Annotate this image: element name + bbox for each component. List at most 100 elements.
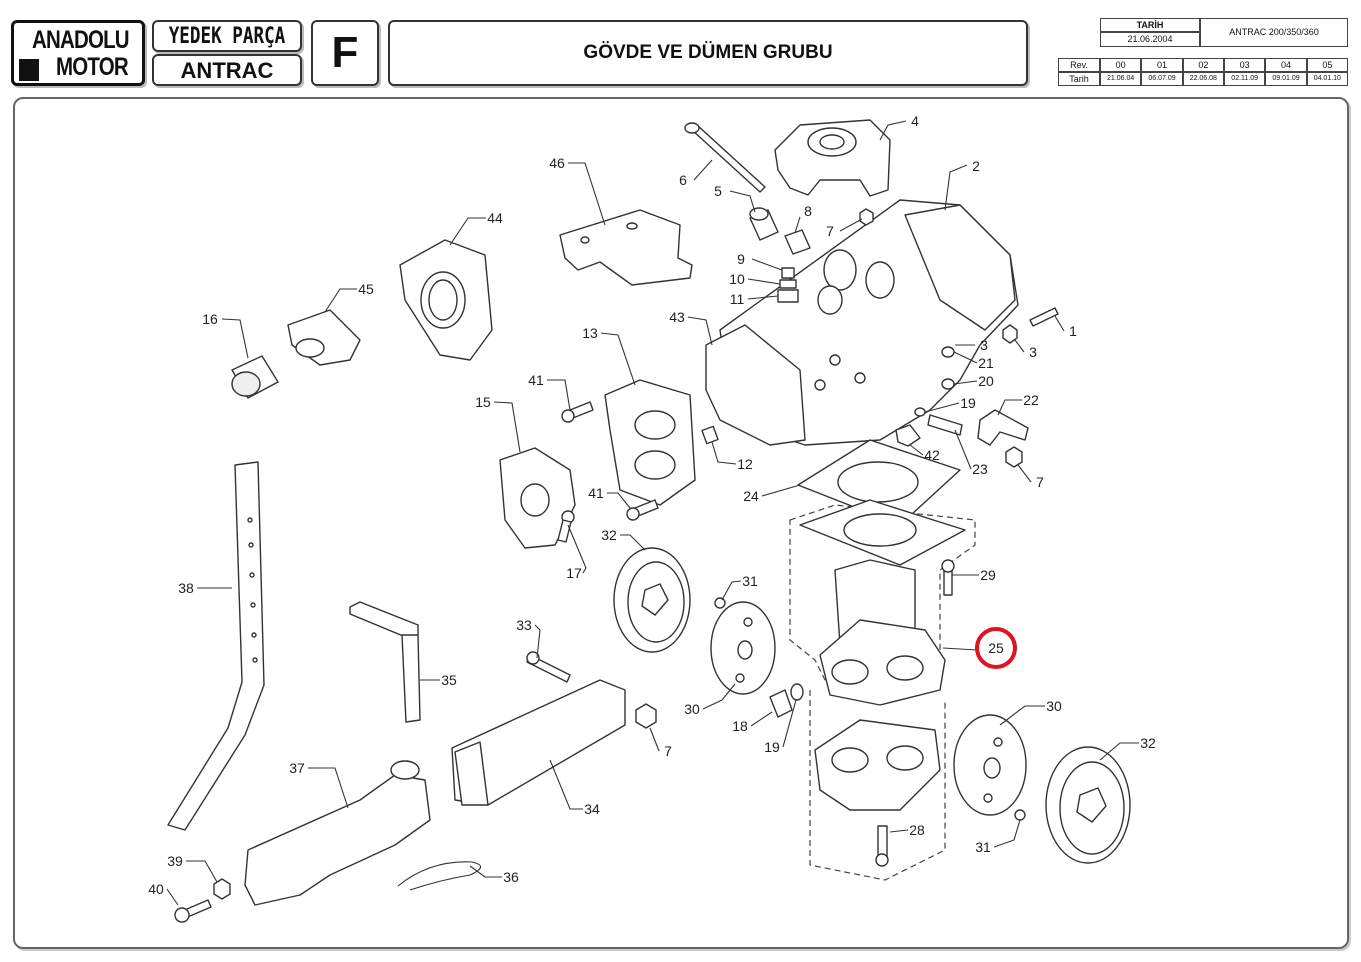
part-number-label-32: 32 [1140, 735, 1156, 751]
leader-line-37 [308, 767, 349, 809]
part-number-label-25: 25 [988, 640, 1004, 656]
rev-label: Rev. [1058, 58, 1100, 72]
part-number-label-15: 15 [475, 394, 491, 410]
part-drawing-arm-34 [451, 679, 626, 806]
leader-line-10 [747, 278, 781, 285]
leader-line-7 [839, 218, 863, 232]
rev-number-05: 05 [1306, 58, 1348, 72]
rev-number-01: 01 [1141, 58, 1183, 72]
part-number-label-21: 21 [978, 355, 994, 371]
leader-line-41 [607, 492, 631, 509]
part-number-label-6: 6 [679, 172, 687, 188]
part-number-label-10: 10 [729, 271, 745, 287]
leader-line-5 [729, 190, 756, 213]
part-number-label-20: 20 [978, 373, 994, 389]
leader-line-11 [747, 295, 779, 300]
part-drawing-flange-45 [287, 309, 361, 366]
part-number-label-11: 11 [730, 291, 745, 307]
rev-date-01: 06.07.09 [1141, 72, 1183, 86]
part-drawing-nut-7a [859, 208, 874, 226]
part-drawing-bolt-40 [174, 899, 212, 923]
part-number-label-35: 35 [441, 672, 457, 688]
part-drawing-bolt-29 [941, 559, 955, 596]
part-drawing-lever-22 [977, 409, 1029, 446]
part-drawing-hitch-37 [244, 760, 431, 906]
revision-table: TARİH 21.06.2004 ANTRAC 200/350/360 Rev.… [1058, 18, 1348, 88]
part-number-label-29: 29 [980, 567, 996, 583]
rev-date-04: 09.01.09 [1265, 72, 1307, 86]
part-drawing-valve-23 [927, 414, 963, 436]
part-number-label-2: 2 [972, 158, 980, 174]
drawing-frame [13, 97, 1349, 949]
part-number-label-45: 45 [358, 281, 374, 297]
leader-line-32 [1099, 742, 1139, 761]
leader-line-17 [567, 524, 587, 574]
leader-line-6 [693, 159, 713, 181]
part-drawing-bracket-4 [774, 119, 891, 197]
leader-line-19 [924, 402, 960, 413]
leader-line-18 [750, 711, 773, 727]
part-number-label-46: 46 [549, 155, 565, 171]
part-number-label-7: 7 [664, 743, 672, 759]
rev-date-05: 04.01.10 [1306, 72, 1348, 86]
part-number-label-9: 9 [737, 251, 745, 267]
part-number-label-30: 30 [1046, 698, 1062, 714]
part-number-label-36: 36 [503, 869, 519, 885]
part-drawing-nut-7b [1005, 446, 1023, 468]
model-label: ANTRAC [180, 58, 274, 83]
part-drawing-washer-20 [941, 378, 955, 390]
leader-line-43 [687, 316, 713, 346]
part-number-label-3: 3 [1029, 344, 1037, 360]
part-drawing-plug-18 [769, 689, 793, 718]
part-drawing-bolt-41a [561, 401, 594, 423]
part-drawing-bushing-5 [749, 207, 779, 241]
part-number-label-7: 7 [1036, 474, 1044, 490]
part-number-label-38: 38 [178, 580, 194, 596]
part-number-label-17: 17 [566, 565, 582, 581]
page-title-box: GÖVDE VE DÜMEN GRUBU [388, 20, 1028, 86]
part-drawing-ring-19a [790, 683, 804, 701]
leader-line-46 [568, 162, 606, 226]
part-drawing-nut-3 [1002, 324, 1018, 344]
part-number-label-13: 13 [582, 325, 598, 341]
part-number-label-5: 5 [714, 183, 722, 199]
leader-line-9 [751, 258, 783, 271]
highlight-circle-25 [975, 627, 1017, 669]
part-number-label-19: 19 [960, 395, 976, 411]
leader-line-36 [469, 865, 502, 878]
section-letter: F [331, 28, 359, 77]
part-drawing-assembly-25 [789, 499, 976, 881]
leader-line-2 [944, 164, 968, 211]
part-drawing-screw-31b [1014, 809, 1026, 821]
rev-number-00: 00 [1100, 58, 1142, 72]
leader-line-28 [889, 829, 909, 833]
part-number-label-33: 33 [516, 617, 532, 633]
leader-line-12 [711, 441, 737, 465]
part-drawing-nut-42 [895, 424, 921, 447]
part-drawing-bolt-41b [626, 499, 659, 521]
part-drawing-plate-46 [559, 209, 693, 286]
tarih-header: TARİH [1100, 18, 1200, 32]
part-drawing-plate-13 [604, 379, 696, 506]
leader-line-34 [549, 759, 583, 810]
part-number-label-39: 39 [167, 853, 183, 869]
part-number-label-8: 8 [804, 203, 812, 219]
leader-line-31 [993, 819, 1021, 848]
rev-date-03: 02.11.09 [1224, 72, 1266, 86]
part-number-label-41: 41 [528, 372, 544, 388]
leader-line-39 [186, 860, 218, 883]
part-drawing-bolt-28 [875, 825, 889, 867]
part-number-label-40: 40 [148, 881, 164, 897]
page-title: GÖVDE VE DÜMEN GRUBU [583, 42, 833, 63]
part-number-label-7: 7 [826, 223, 834, 239]
leader-line-21 [953, 351, 978, 364]
part-number-label-18: 18 [732, 718, 748, 734]
part-drawing-nut-7c [635, 703, 657, 729]
part-drawing-weight-32b [1045, 746, 1131, 864]
section-letter-box: F [311, 20, 379, 86]
logo-mark [19, 59, 39, 81]
leader-line-19 [782, 699, 797, 748]
leader-line-4 [879, 120, 907, 141]
leader-line-30 [999, 705, 1045, 726]
